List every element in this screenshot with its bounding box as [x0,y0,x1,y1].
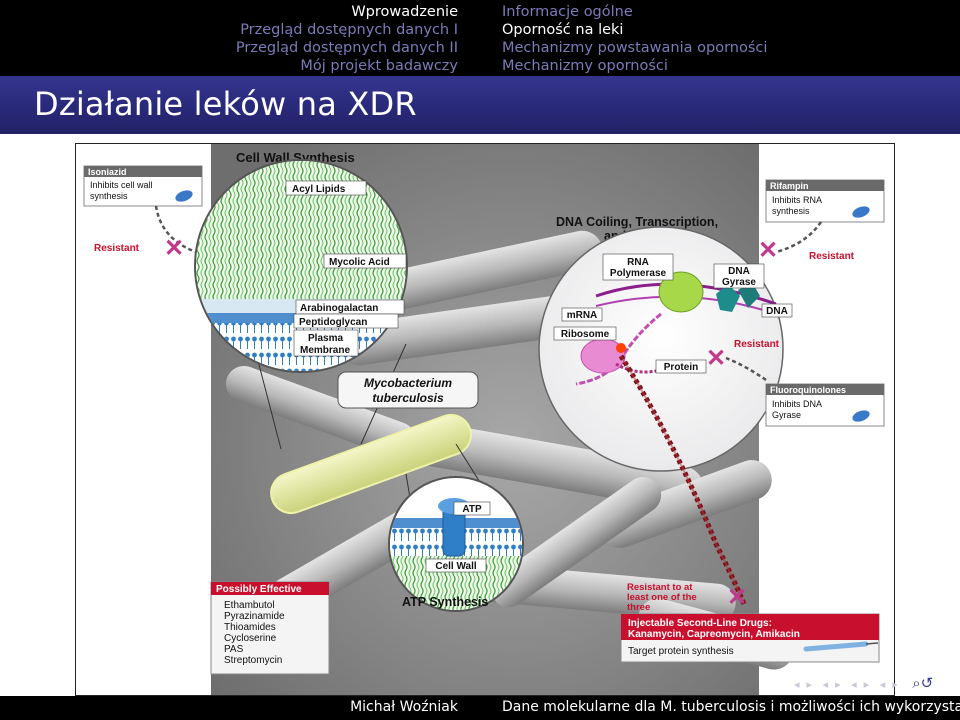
resistant-note-1: Resistant to at [627,582,693,593]
drug-action-figure: Cell Wall Synthesis Acyl Lipids Mycolic … [75,143,895,696]
navigation-bar: Wprowadzenie Przegląd dostępnych danych … [0,0,960,76]
resistant-note-3: three [627,602,650,613]
footer-bar: Michał Woźniak Dane molekularne dla M. t… [0,696,960,720]
rifampin-line1: Inhibits RNA [772,195,822,205]
nav-section-przeglad-1[interactable]: Przegląd dostępnych danych I [240,22,458,38]
nav-arrow-left-icon[interactable]: ◂ [822,678,829,691]
dna-gyrase-label-2: Gyrase [722,277,756,288]
footer-title: Dane molekularne dla M. tuberculosis i m… [502,699,960,715]
fluoroquinolones-name: Fluoroquinolones [770,385,846,395]
isoniazid-box: Isoniazid Inhibits cell wall synthesis [83,165,203,207]
isoniazid-line2: synthesis [90,191,128,201]
nav-subsection-opornosc[interactable]: Oporność na leki [502,22,624,38]
resistance-cross-second-line: ✕ [727,584,747,611]
slide-title: Działanie leków na XDR [34,85,417,123]
plasma-label: Plasma [308,333,343,344]
highlighted-bacterium [270,413,472,515]
nav-subsection-mechanizmy[interactable]: Mechanizmy oporności [502,58,668,74]
rifampin-name: Rifampin [770,181,809,191]
nav-arrow-right-icon[interactable]: ▸ [892,678,898,691]
acyl-lipids-label: Acyl Lipids [292,184,346,195]
nav-arrow-left-icon[interactable]: ◂ [851,678,857,691]
fluoroquinolones-line2: Gyrase [772,410,801,420]
drug-pyrazinamide: Pyrazinamide [224,611,285,622]
beamer-navigation-symbols: ◂ ▸ ◂ ▸ ◂ ▸ ◂ ▸ ⌕↺ [794,674,940,692]
membrane-label: Membrane [300,345,350,356]
fluoroquinolones-box: Fluoroquinolones Inhibits DNA Gyrase [765,383,885,427]
drug-cycloserine: Cycloserine [224,633,277,644]
drug-ethambutol: Ethambutol [224,600,275,611]
nav-arrow-left-icon[interactable]: ◂ [879,678,886,691]
footer-author: Michał Woźniak [350,699,458,715]
possibly-effective-box: Possibly Effective Ethambutol Pyrazinami… [210,581,330,675]
dna-label: DNA [766,306,788,317]
arabinogalactan-label: Arabinogalactan [300,303,378,314]
figure-svg: Cell Wall Synthesis Acyl Lipids Mycolic … [76,144,894,695]
possibly-effective-header: Possibly Effective [216,584,302,595]
cell-wall-label: Cell Wall [435,561,477,572]
search-icon[interactable]: ⌕↺ [912,674,934,692]
dna-gyrase-label-1: DNA [728,266,750,277]
section-navigation: Wprowadzenie Przegląd dostępnych danych … [236,3,458,75]
drug-thioamides: Thioamides [224,622,276,633]
resistant-note-2: least one of the [627,592,697,603]
nav-section-projekt[interactable]: Mój projekt badawczy [300,58,458,74]
bacteria-rods [225,230,794,670]
dna-process-label-1: DNA Coiling, Transcription, [556,215,718,229]
resistance-cross-fluoroquinolones: ✕ [706,345,726,372]
nav-arrow-right-icon[interactable]: ▸ [863,678,870,691]
protein-label: Protein [664,362,698,373]
organism-name-2: tuberculosis [372,391,444,405]
nav-arrow-left-icon[interactable]: ◂ [794,678,800,691]
rifampin-resistant-label: Resistant [809,251,855,262]
resistance-cross-rifampin: ✕ [758,237,778,264]
second-line-description: Target protein synthesis [628,646,734,657]
drug-pas: PAS [224,644,244,655]
second-line-header-1: Injectable Second-Line Drugs: [628,618,772,629]
rna-polymerase-label-1: RNA [627,257,649,268]
nav-section-przeglad-2[interactable]: Przegląd dostępnych danych II [235,40,458,56]
organism-name-1: Mycobacterium [364,376,452,390]
atp-label: ATP [462,504,482,515]
mycolic-acid-label: Mycolic Acid [329,257,390,268]
organism-label: Mycobacterium tuberculosis [337,371,479,409]
rifampin-box: Rifampin Inhibits RNA synthesis [765,179,885,223]
isoniazid-name: Isoniazid [88,167,127,177]
rifampin-line2: synthesis [772,206,810,216]
nav-subsection-informacje[interactable]: Informacje ogólne [502,4,633,20]
nav-section-wprowadzenie[interactable]: Wprowadzenie [351,4,458,20]
cell-wall-synthesis-label: Cell Wall Synthesis [236,150,355,165]
ribosome-label: Ribosome [561,329,610,340]
fluoroquinolones-line1: Inhibits DNA [772,399,822,409]
subsection-navigation: Informacje ogólne Oporność na leki Mecha… [502,3,767,75]
resistance-cross-isoniazid: ✕ [164,235,184,262]
drug-streptomycin: Streptomycin [224,655,282,666]
peptidoglycan-label: Peptidoglycan [299,317,367,328]
second-line-header-2: Kanamycin, Capreomycin, Amikacin [628,629,800,640]
nav-arrow-right-icon[interactable]: ▸ [806,678,813,691]
fluoroquinolones-resistant-label: Resistant [734,339,780,350]
mrna-label: mRNA [567,310,598,321]
isoniazid-line1: Inhibits cell wall [90,180,153,190]
isoniazid-resistant-label: Resistant [94,243,140,254]
nav-arrow-right-icon[interactable]: ▸ [835,678,841,691]
atp-synthesis-label: ATP Synthesis [402,595,488,609]
second-line-drugs-box: Injectable Second-Line Drugs: Kanamycin,… [620,613,880,663]
title-band: Działanie leków na XDR [0,76,960,134]
rna-polymerase-label-2: Polymerase [610,268,667,279]
nav-subsection-mechanizmy-powstawania[interactable]: Mechanizmy powstawania oporności [502,40,768,56]
